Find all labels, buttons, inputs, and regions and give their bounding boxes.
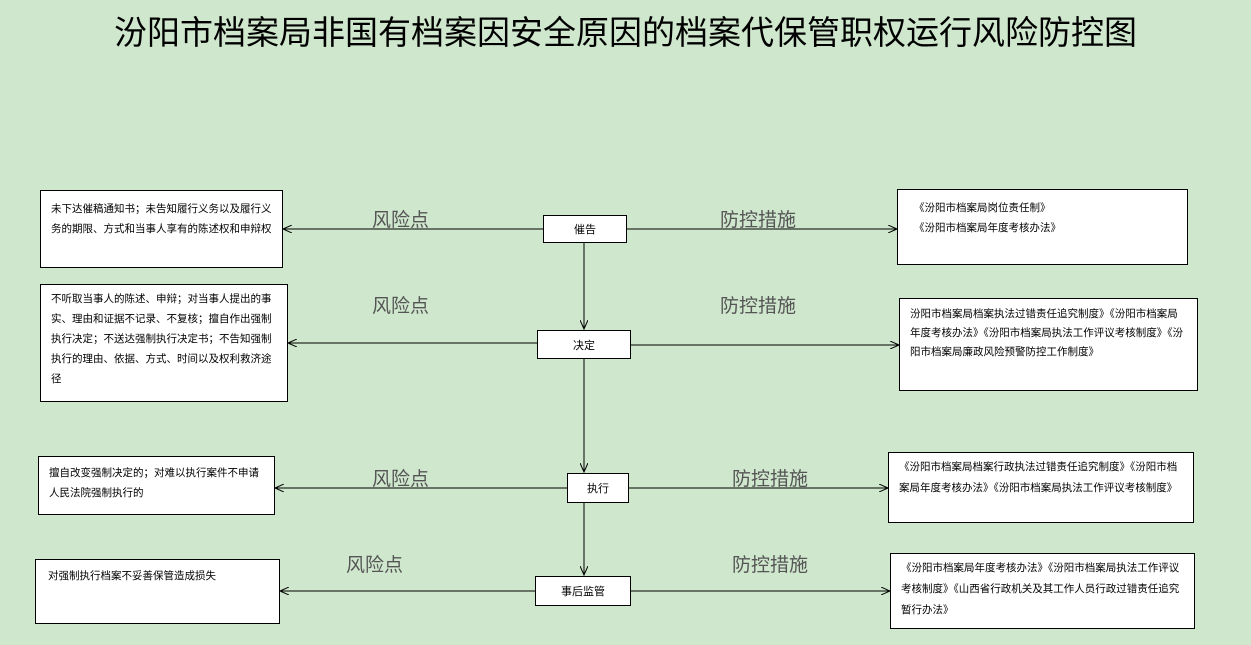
control-label-2: 防控措施 (720, 295, 797, 317)
control-box-3: 《汾阳市档案局档案行政执法过错责任追究制度》《汾阳市档案局年度考核办法》《汾阳市… (888, 452, 1194, 523)
risk-label-4: 风险点 (346, 554, 404, 576)
risk-box-1: 未下达催稿通知书；未告知履行义务以及履行义务的期限、方式和当事人享有的陈述权和申… (40, 190, 283, 268)
control-label-1: 防控措施 (720, 209, 797, 231)
risk-label-2: 风险点 (372, 295, 430, 317)
risk-label-1: 风险点 (372, 209, 430, 231)
step-node-4: 事后监管 (535, 576, 631, 606)
step-node-1: 催告 (543, 215, 627, 243)
risk-box-2: 不听取当事人的陈述、申辩；对当事人提出的事实、理由和证据不记录、不复核；擅自作出… (40, 284, 288, 402)
risk-label-3: 风险点 (372, 468, 430, 490)
step-node-3: 执行 (567, 473, 629, 503)
page-title: 汾阳市档案局非国有档案因安全原因的档案代保管职权运行风险防控图 (114, 13, 1137, 52)
step-node-2: 决定 (537, 330, 631, 359)
risk-box-4: 对强制执行档案不妥善保管造成损失 (35, 559, 280, 624)
control-label-3: 防控措施 (732, 468, 809, 490)
risk-box-3: 擅自改变强制决定的；对难以执行案件不申请人民法院强制执行的 (38, 456, 275, 515)
control-box-1: 《汾阳市档案局岗位责任制》 《汾阳市档案局年度考核办法》 (897, 189, 1188, 265)
control-label-4: 防控措施 (732, 554, 809, 576)
control-box-4: 《汾阳市档案局年度考核办法》《汾阳市档案局执法工作评议考核制度》《山西省行政机关… (890, 553, 1195, 629)
control-box-2: 汾阳市档案局档案执法过错责任追究制度》《汾阳市档案局年度考核办法》《汾阳市档案局… (899, 298, 1198, 391)
